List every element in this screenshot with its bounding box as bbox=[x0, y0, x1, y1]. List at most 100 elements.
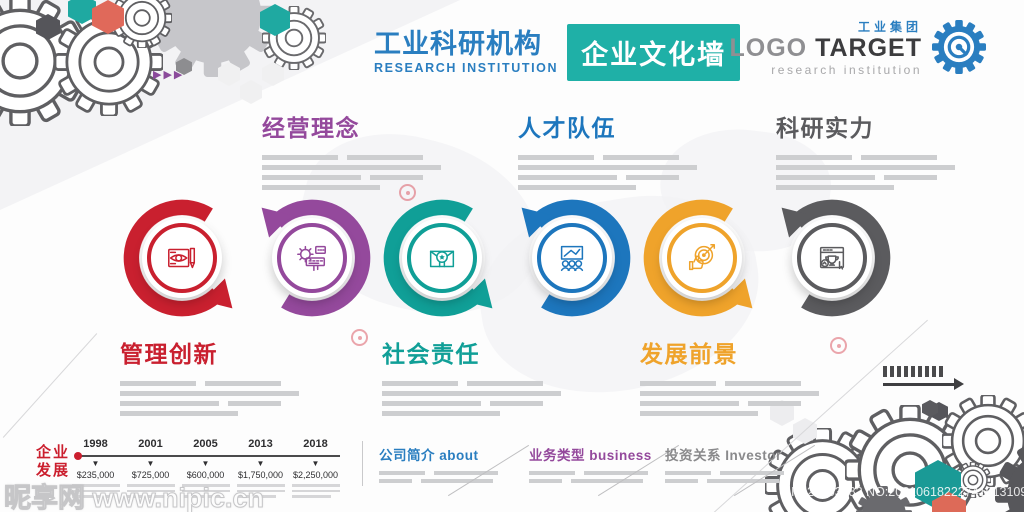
timeline-line bbox=[80, 455, 340, 457]
culture-wall-badge: 企业文化墙 bbox=[567, 24, 741, 81]
target-decoration bbox=[399, 184, 416, 201]
milestone-year: 2005 bbox=[193, 438, 218, 450]
gear-icon bbox=[995, 440, 1024, 512]
circular-arrow-icon bbox=[123, 199, 233, 317]
footer-section-business: 业务类型 business bbox=[529, 444, 680, 497]
milestone: 2005 ▼ $600,000 bbox=[178, 438, 233, 501]
site-watermark: 昵享网 www.nipic.cn bbox=[3, 483, 265, 512]
milestone-year: 1998 bbox=[83, 438, 108, 450]
milestone-marker: ▼ bbox=[146, 459, 155, 468]
footer-divider bbox=[362, 441, 363, 486]
module-title: 管理创新 bbox=[120, 341, 218, 367]
placeholder-text bbox=[665, 471, 793, 483]
module-development-prospects bbox=[637, 188, 767, 328]
placeholder-text bbox=[181, 484, 230, 498]
module-social-responsibility bbox=[377, 188, 507, 328]
dash-arrow-decoration bbox=[883, 366, 964, 389]
label-management-innovation: 管理创新 bbox=[120, 335, 310, 421]
triple-arrow-decoration: ▶▶▶ bbox=[153, 69, 185, 81]
placeholder-text bbox=[382, 381, 572, 416]
placeholder-text bbox=[120, 381, 310, 416]
timeline-start-dot bbox=[74, 452, 82, 460]
gear-target-icon bbox=[932, 20, 986, 74]
trophy-browser-icon bbox=[819, 246, 845, 270]
footer-section-title: 公司简介 about bbox=[379, 448, 479, 463]
module-title: 人才队伍 bbox=[518, 115, 616, 141]
milestone-amount: $600,000 bbox=[186, 470, 225, 480]
team-presentation-icon bbox=[560, 245, 584, 272]
footer-section-title: 投资关系 Investor bbox=[665, 448, 782, 463]
label-talent-team: 人才队伍 bbox=[518, 109, 708, 195]
milestone-amount: $2,250,000 bbox=[292, 470, 339, 480]
placeholder-text bbox=[291, 484, 340, 498]
milestone: 1998 ▼ $235,000 bbox=[68, 438, 123, 501]
placeholder-text bbox=[126, 484, 175, 498]
hexagon-decoration bbox=[176, 58, 192, 75]
milestone-marker: ▼ bbox=[91, 459, 100, 468]
placeholder-text bbox=[236, 484, 285, 498]
header: 工业科研机构 RESEARCH INSTITUTION 企业文化墙 bbox=[374, 24, 741, 81]
hexagon-decoration bbox=[262, 62, 284, 86]
placeholder-text bbox=[379, 471, 507, 483]
placeholder-text bbox=[518, 155, 708, 190]
milestone-marker: ▼ bbox=[311, 459, 320, 468]
logo-text: LOGO TARGET bbox=[729, 34, 922, 62]
certificate-envelope-icon bbox=[429, 250, 455, 268]
hexagon-decoration bbox=[922, 400, 938, 417]
id-watermark: ID:21903282 NO:20210618222741613109 bbox=[791, 485, 1024, 499]
target-decoration bbox=[351, 329, 368, 346]
gear-operate-icon bbox=[297, 245, 326, 272]
label-social-responsibility: 社会责任 bbox=[382, 335, 572, 421]
milestone-marker: ▼ bbox=[256, 459, 265, 468]
circular-arrow-icon bbox=[643, 199, 753, 317]
module-title: 发展前景 bbox=[640, 341, 738, 367]
footer-section-about: 公司简介 about bbox=[379, 444, 530, 497]
label-business-philosophy: 经营理念 bbox=[262, 109, 452, 195]
milestone-amount: $725,000 bbox=[131, 470, 170, 480]
company-group-label: 工业集团 bbox=[857, 20, 922, 34]
placeholder-text bbox=[71, 484, 120, 498]
circular-arrow-icon bbox=[261, 199, 371, 317]
placeholder-text bbox=[776, 155, 966, 190]
milestone: 2013 ▼ $1,750,000 bbox=[233, 438, 288, 501]
target-goal-icon bbox=[688, 244, 716, 271]
page-title: 工业科研机构 bbox=[374, 29, 542, 60]
milestone-marker: ▼ bbox=[201, 459, 210, 468]
footer-section-investor: 投资关系 Investor bbox=[665, 444, 816, 497]
diagonal-line bbox=[2, 333, 98, 438]
hexagon-decoration bbox=[240, 80, 262, 104]
milestone: 2001 ▼ $725,000 bbox=[123, 438, 178, 501]
placeholder-text bbox=[529, 471, 657, 483]
label-development-prospects: 发展前景 bbox=[640, 335, 830, 421]
module-research-strength bbox=[767, 188, 897, 328]
module-talent-team bbox=[507, 188, 637, 328]
milestone-amount: $235,000 bbox=[76, 470, 115, 480]
module-title: 科研实力 bbox=[776, 115, 874, 141]
module-business-philosophy bbox=[247, 188, 377, 328]
milestone-year: 2018 bbox=[303, 438, 328, 450]
growth-label: 企业 发展 bbox=[36, 444, 71, 479]
hexagon-decoration bbox=[92, 0, 124, 34]
hexagon-decoration bbox=[218, 62, 240, 86]
placeholder-text bbox=[640, 381, 830, 416]
placeholder-text bbox=[262, 155, 452, 190]
module-title: 经营理念 bbox=[262, 115, 360, 141]
circular-arrow-icon bbox=[383, 199, 493, 317]
label-research-strength: 科研实力 bbox=[776, 109, 966, 195]
target-decoration bbox=[830, 337, 847, 354]
growth-timeline: 1998 ▼ $235,000 2001 ▼ $725,000 2005 ▼ $… bbox=[68, 438, 344, 501]
logo-subtitle: research institution bbox=[771, 62, 922, 77]
page-subtitle: RESEARCH INSTITUTION bbox=[374, 60, 559, 75]
module-row bbox=[117, 188, 897, 328]
circular-arrow-icon bbox=[781, 199, 891, 317]
milestone: 2018 ▼ $2,250,000 bbox=[288, 438, 343, 501]
module-management-innovation bbox=[117, 188, 247, 328]
circular-arrow-icon bbox=[521, 199, 631, 317]
footer-section-title: 业务类型 business bbox=[529, 448, 652, 463]
milestone-amount: $1,750,000 bbox=[237, 470, 284, 480]
milestone-year: 2013 bbox=[248, 438, 273, 450]
module-title: 社会责任 bbox=[382, 341, 480, 367]
hexagon-decoration bbox=[932, 492, 966, 512]
design-eye-icon bbox=[168, 247, 196, 269]
